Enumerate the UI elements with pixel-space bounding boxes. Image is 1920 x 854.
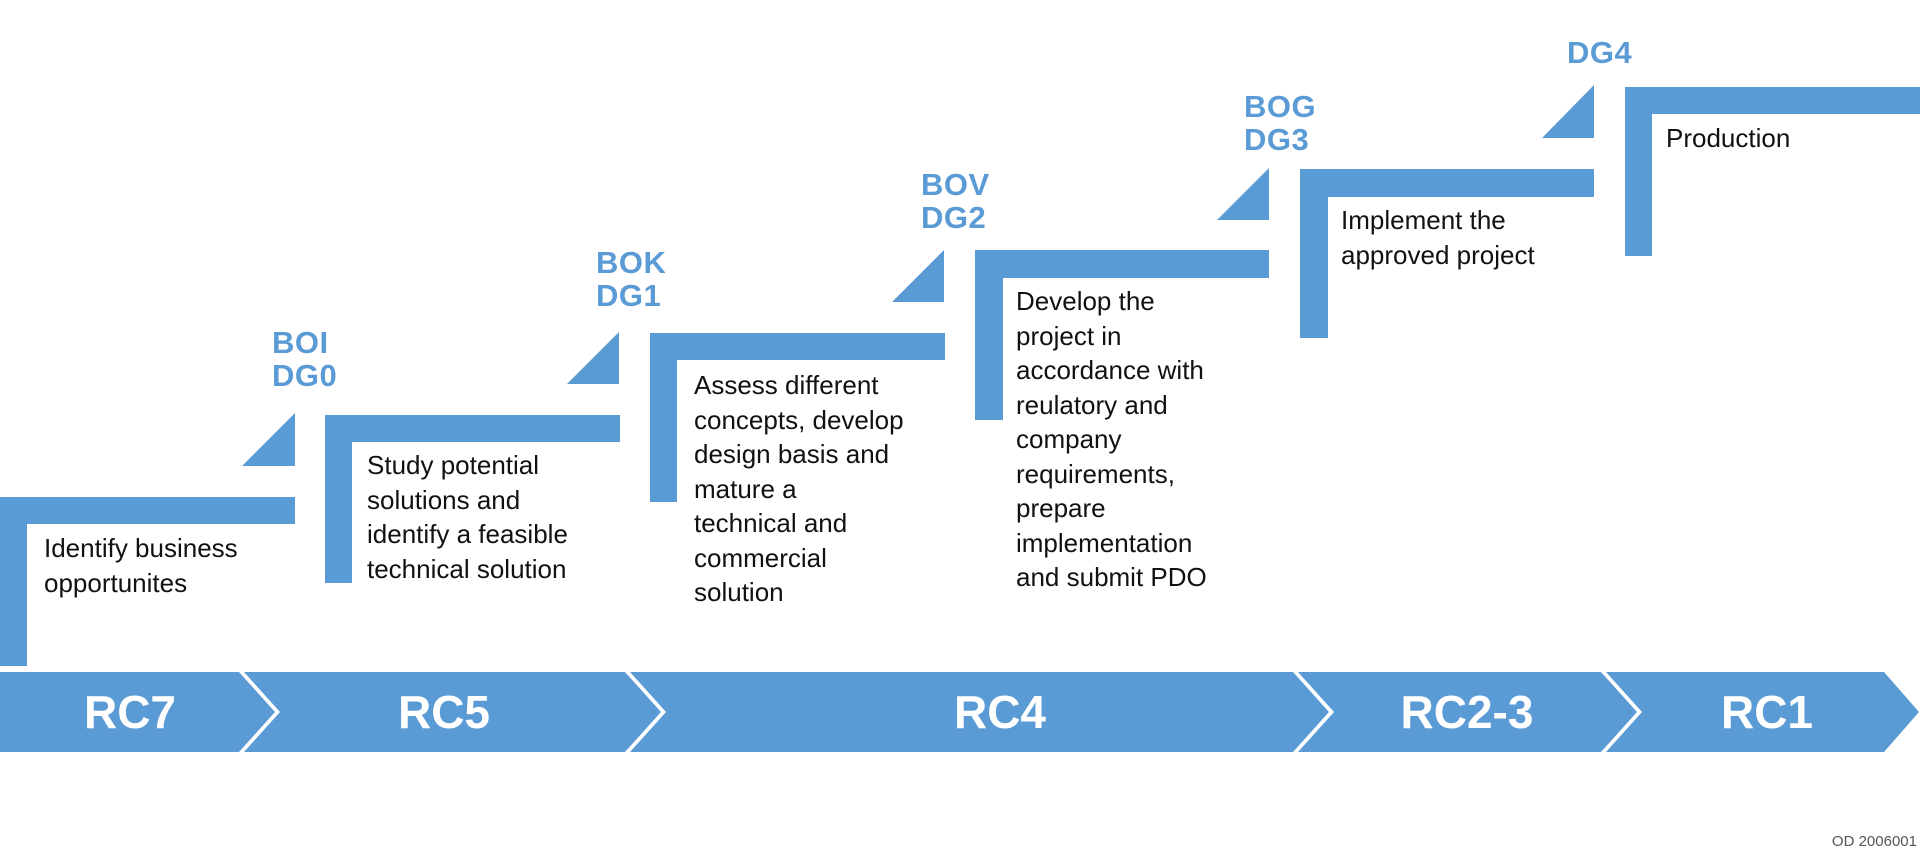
step-text-line: implementation (1016, 527, 1193, 558)
step-text-line: identify a feasible (367, 519, 568, 549)
milestone-line: BOV (921, 167, 990, 202)
milestone-line: BOG (1244, 89, 1317, 124)
step-text-line: Implement the (1341, 205, 1506, 235)
phase-segment-rc2-3 (1298, 672, 1637, 752)
milestone-line: BOI (272, 325, 329, 360)
step-text-line: concepts, develop (694, 404, 904, 435)
gate-triangle-icon (892, 250, 944, 302)
step-text-line: prepare (1016, 493, 1106, 523)
phase-label-rc1: RC1 (1720, 686, 1814, 738)
step-text-line: company (1016, 424, 1122, 454)
step-6-bracket (1625, 87, 1920, 256)
step-text-line: mature a (694, 473, 797, 504)
phase-label-rc2-3: RC2-3 (1400, 686, 1534, 738)
step-text-line: design basis and (694, 439, 890, 469)
milestone-line: DG3 (1244, 122, 1310, 157)
step-1-bracket (0, 497, 295, 666)
step-text-line: Assess different (694, 370, 879, 400)
step-5-bracket (1300, 169, 1594, 338)
step-text-line: Study potential (367, 450, 540, 480)
step-text-line: technical solution (367, 553, 567, 584)
step-text-line: project in (1016, 320, 1122, 351)
step-3-description: Assess different concepts, develop desig… (694, 368, 904, 610)
phase-label-rc5: RC5 (397, 686, 491, 738)
step-text-line: solutions and (367, 484, 521, 515)
step-4-description: Develop the project in accordance with r… (1016, 284, 1207, 595)
gate-triangle-icon (567, 332, 619, 384)
step-text-line: and submit PDO (1016, 562, 1207, 592)
step-2-description: Study potential solutions and identify a… (367, 448, 568, 586)
step-text-line: solution (694, 577, 784, 607)
gate-triangle-icon (1542, 85, 1594, 138)
milestone-label-dg0: BOI DG0 (272, 326, 337, 392)
step-text-line: Develop the (1016, 286, 1155, 316)
step-text-line: approved project (1341, 239, 1535, 270)
gate-triangle-icon (1217, 168, 1269, 220)
milestone-line: DG4 (1567, 35, 1633, 70)
gate-triangle-icon (242, 413, 295, 466)
step-1-description: Identify business opportunites (44, 531, 238, 600)
milestone-line: DG0 (272, 358, 338, 393)
phase-label-rc7: RC7 (83, 686, 177, 738)
step-5-description: Implement the approved project (1341, 203, 1535, 272)
milestone-line: DG1 (596, 278, 662, 313)
phase-segment-rc4 (630, 672, 1329, 752)
step-text-line: reulatory and (1016, 389, 1168, 420)
step-text-line: technical and (694, 508, 848, 538)
step-6-description: Production (1666, 121, 1790, 156)
phase-segment-rc7 (0, 672, 275, 752)
phase-segment-rc5 (244, 672, 661, 752)
step-2-bracket (325, 415, 620, 583)
document-code: OD 2006001 (1831, 833, 1917, 850)
step-text-line: Production (1666, 123, 1791, 153)
milestone-label-dg4: DG4 (1567, 36, 1632, 69)
step-text-line: opportunites (44, 567, 188, 598)
step-text-line: commercial (694, 542, 827, 573)
milestone-label-dg1: BOK DG1 (596, 246, 666, 312)
step-text-line: accordance with (1016, 355, 1204, 385)
milestone-label-dg2: BOV DG2 (921, 168, 990, 234)
milestone-line: DG2 (921, 200, 987, 235)
step-text-line: requirements, (1016, 458, 1175, 489)
step-3-bracket (650, 333, 945, 502)
step-text-line: Identify business (44, 533, 238, 563)
step-4-bracket (975, 250, 1269, 420)
milestone-line: BOK (596, 245, 667, 280)
phase-segment-rc1 (1606, 672, 1919, 752)
phase-label-rc4: RC4 (953, 686, 1047, 738)
milestone-label-dg3: BOG DG3 (1244, 90, 1316, 156)
